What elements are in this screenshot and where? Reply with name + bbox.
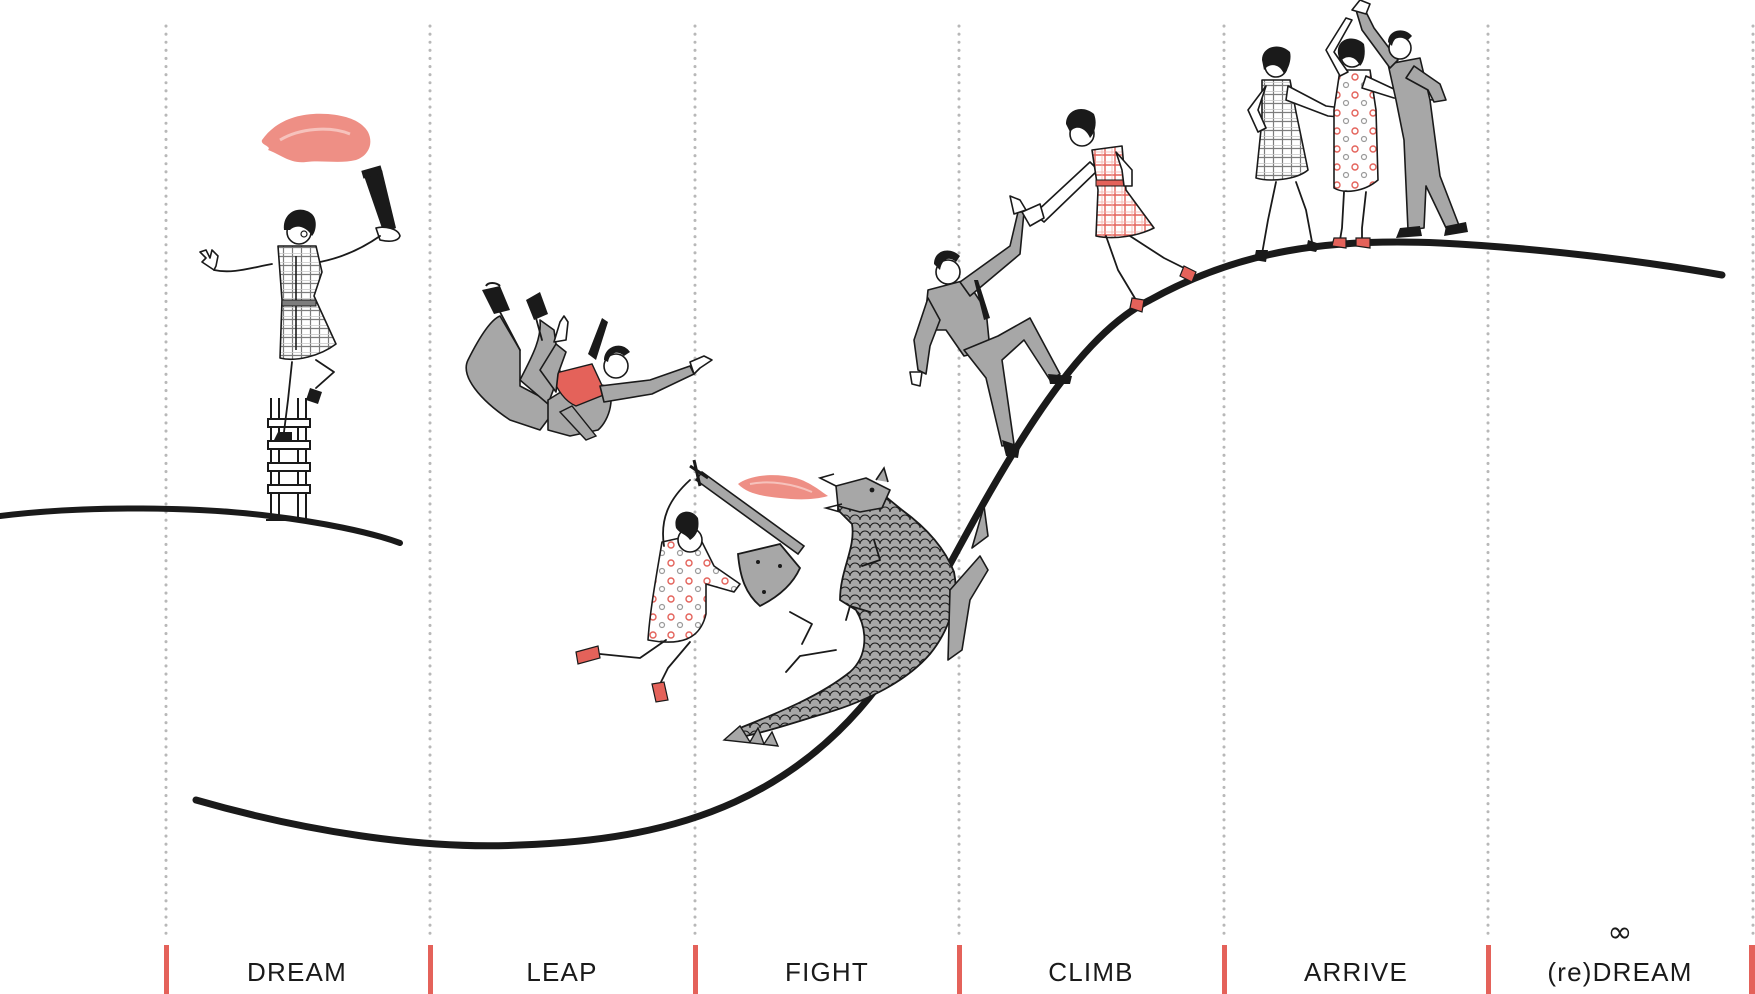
tick-4 — [957, 945, 962, 994]
column-dividers — [166, 26, 1753, 940]
torch-flame-icon — [262, 114, 371, 163]
tick-1 — [164, 945, 169, 994]
torch-icon — [364, 170, 396, 234]
ladder-icon — [266, 398, 312, 520]
tick-2 — [428, 945, 433, 994]
tick-5 — [1222, 945, 1227, 994]
stage-label-climb: CLIMB — [1048, 957, 1133, 987]
stage-label-fight: FIGHT — [785, 957, 869, 987]
climb-man-illustration — [910, 196, 1072, 458]
stage-label-leap: LEAP — [526, 957, 597, 987]
stage-tick-marks — [164, 945, 1755, 994]
stage-labels: DREAM LEAP FIGHT CLIMB ARRIVE ∞ (re)DREA… — [247, 915, 1693, 987]
shield-icon — [738, 544, 800, 606]
dragon-flame-icon — [738, 475, 828, 499]
dream-hill-curve — [0, 508, 400, 543]
tick-6 — [1486, 945, 1491, 994]
infinity-icon: ∞ — [1608, 915, 1633, 950]
stage-label-dream: DREAM — [247, 957, 347, 987]
tick-3 — [693, 945, 698, 994]
stage-label-arrive: ARRIVE — [1304, 957, 1408, 987]
dream-torch-woman-illustration — [200, 114, 400, 520]
dragon-illustration — [724, 468, 988, 746]
tick-7 — [1749, 945, 1755, 994]
leap-falling-man-illustration — [466, 283, 712, 440]
arrive-dancing-group-illustration — [1248, 0, 1468, 262]
stage-label-redream: (re)DREAM — [1547, 957, 1692, 987]
climb-woman-illustration — [1022, 109, 1196, 312]
